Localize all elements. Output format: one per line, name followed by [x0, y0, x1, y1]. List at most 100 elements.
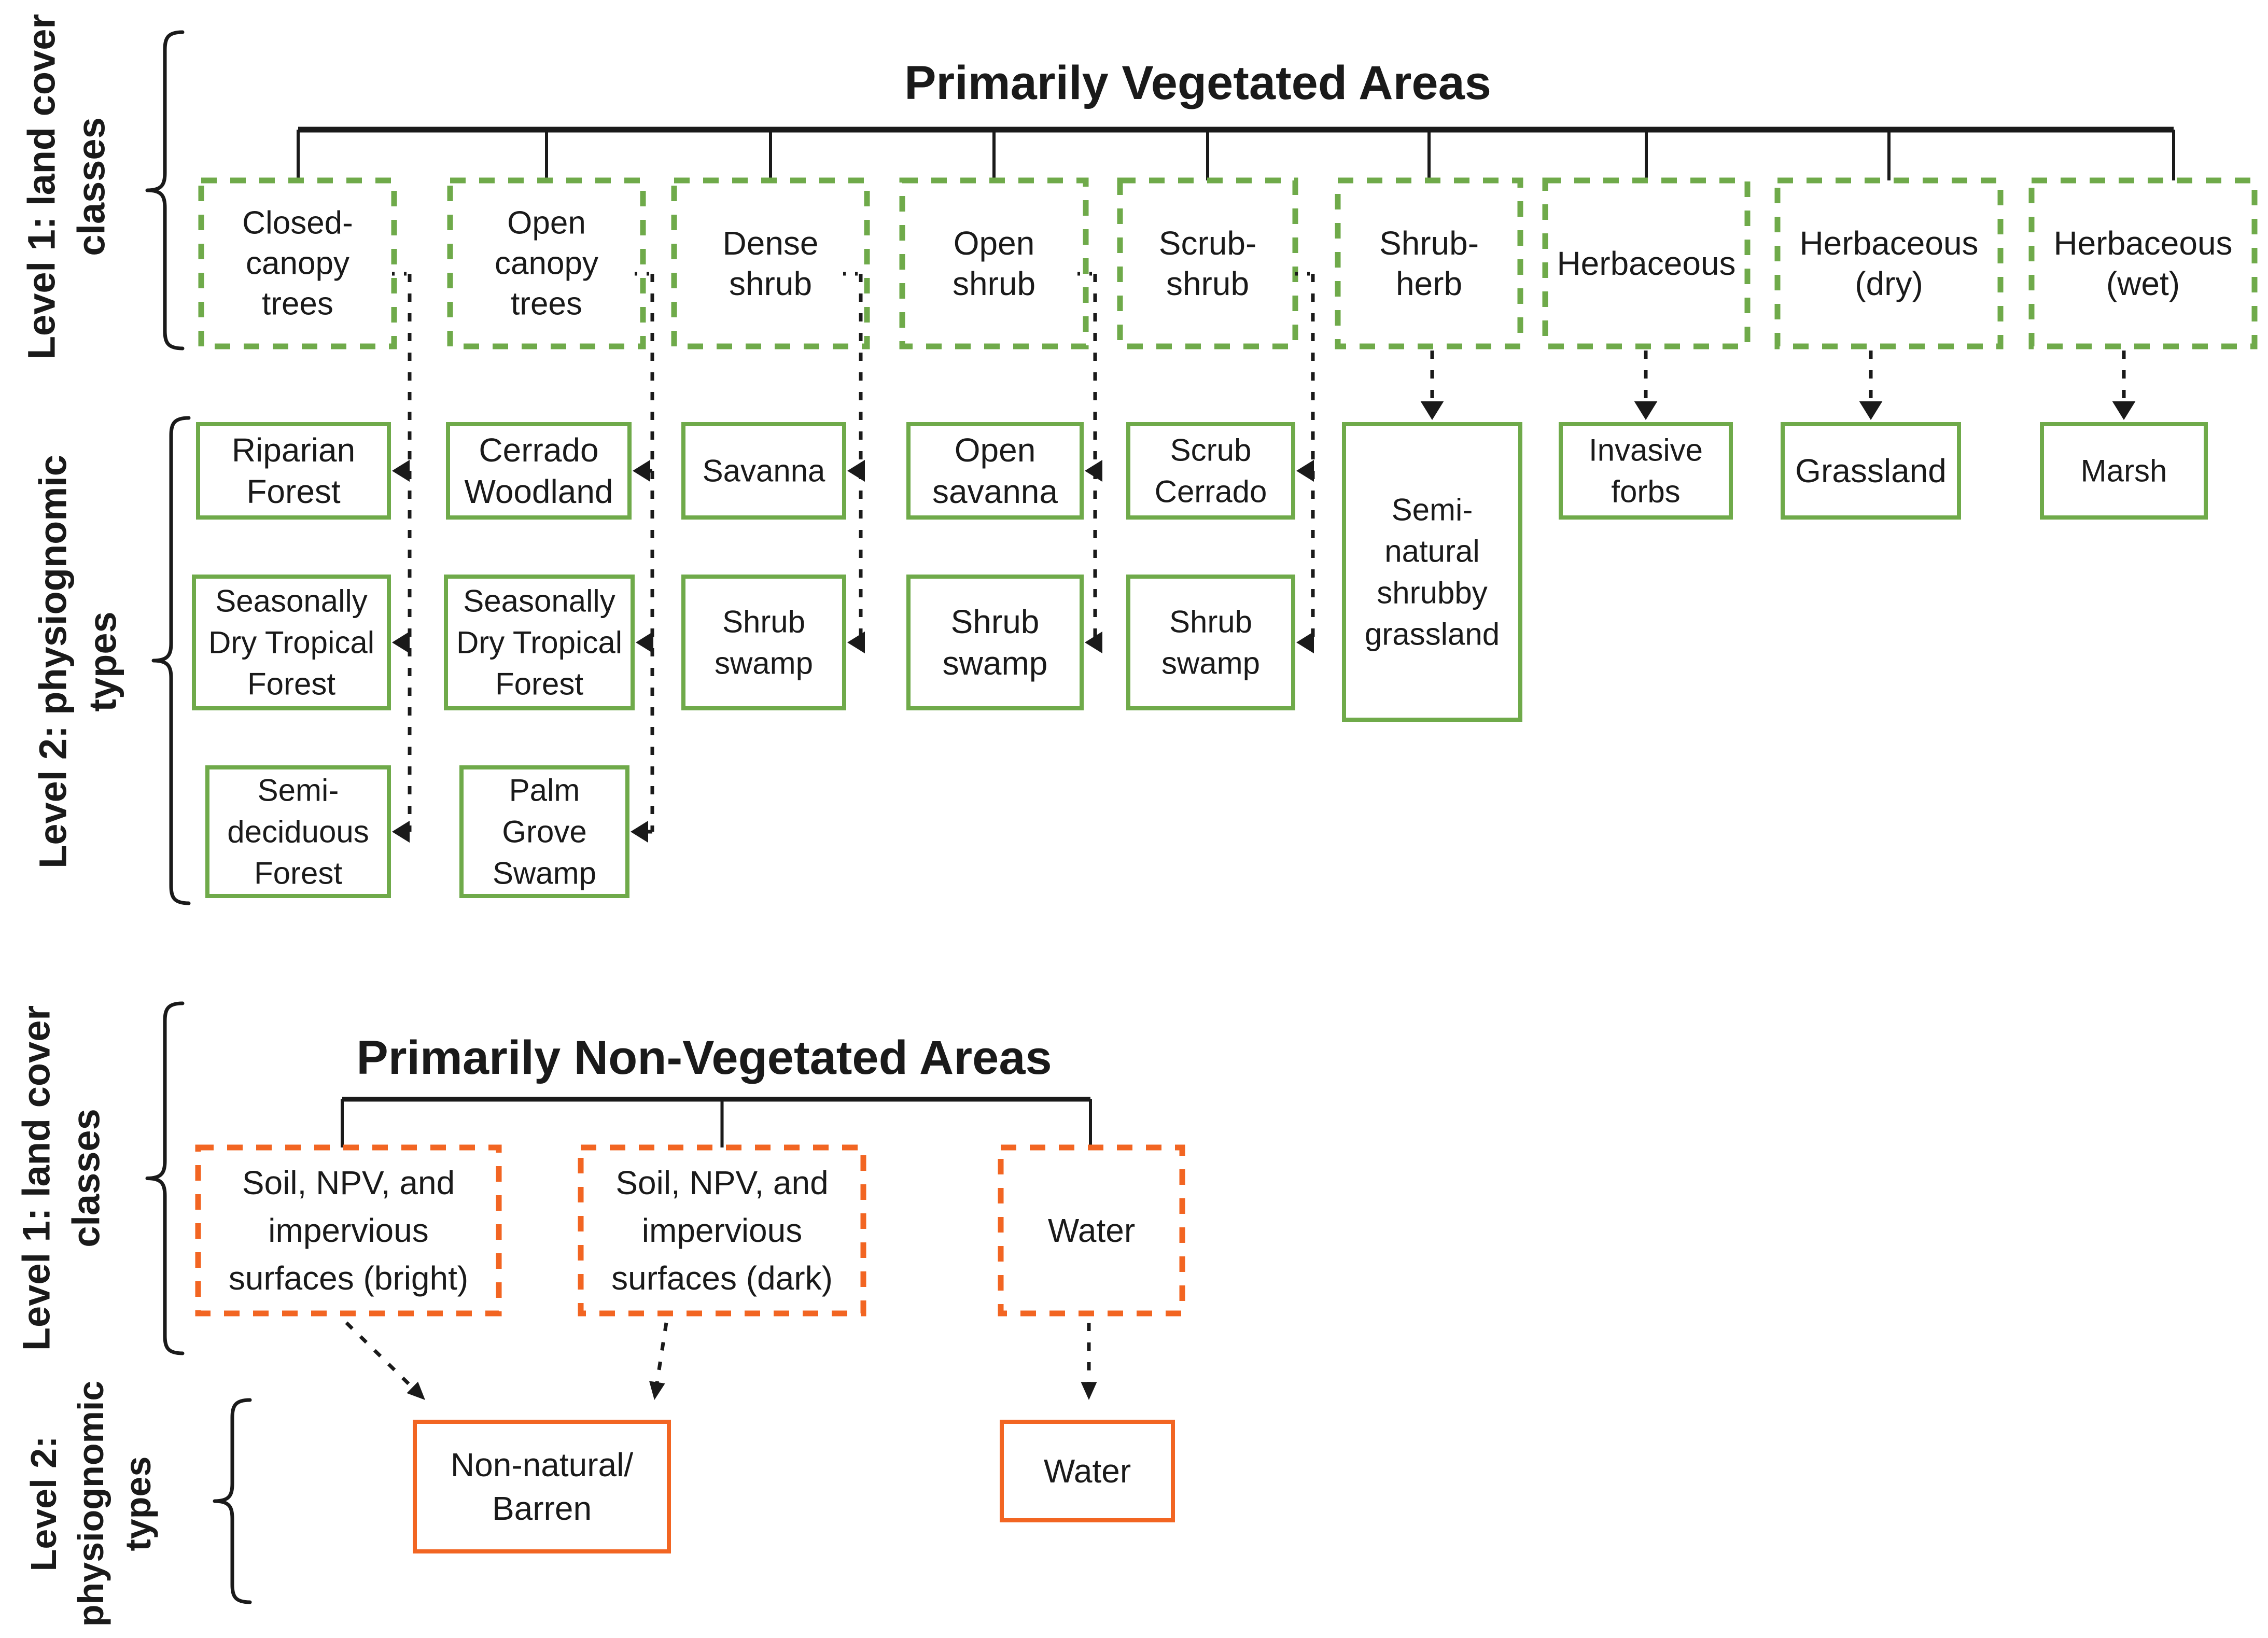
level1-label-open-canopy-trees-line-2: trees: [511, 286, 582, 322]
level2-box-shrub-swamp-b[interactable]: [906, 575, 1084, 710]
brace-vegetated-level1: [145, 30, 185, 351]
nonveg-level2-box-water-type[interactable]: [1000, 1420, 1175, 1522]
level2-box-open-savanna[interactable]: [906, 422, 1084, 520]
level1-label-scrub-shrub: Scrub-shrub: [1159, 225, 1257, 302]
level2-label-shrub-swamp-a-line-1: swamp: [715, 646, 813, 681]
level2-label-seasonally-dry-tropical-forest-a-line-2: Forest: [247, 667, 335, 702]
level2-box-seasonally-dry-tropical-forest-b[interactable]: [444, 575, 635, 710]
level2-box-invasive-forbs[interactable]: [1559, 422, 1733, 520]
level2-label-seasonally-dry-tropical-forest-a-line-1: Dry Tropical: [208, 625, 374, 660]
level2-box-marsh[interactable]: [2040, 422, 2208, 520]
level2-box-savanna[interactable]: [681, 422, 846, 520]
level2-box-palm-grove-swamp[interactable]: [459, 765, 629, 898]
level2-box-riparian-forest[interactable]: [196, 422, 391, 520]
nonvegetated-section-title-line-0: Primarily Non-Vegetated Areas: [356, 1031, 1052, 1084]
level2-box-semi-natural-shrubby-grassland[interactable]: [1342, 422, 1522, 722]
level2-label-riparian-forest-line-0: Riparian: [232, 431, 355, 469]
nonveg-level2-box-non-natural-barren[interactable]: [413, 1420, 671, 1553]
axis-label-nonvegetated-level2-line-1: physiognomic: [71, 1381, 111, 1627]
arrow-into-grassland: [1859, 401, 1883, 420]
level1-box-scrub-shrub[interactable]: [1117, 177, 1298, 349]
nonveg-level1-label-soil-npv-impervious-bright-line-1: impervious: [268, 1212, 428, 1249]
nonveg-level2-label-non-natural-barren-line-1: Barren: [492, 1490, 592, 1527]
level2-label-marsh-line-0: Marsh: [2081, 454, 2167, 488]
level2-label-seasonally-dry-tropical-forest-b-line-2: Forest: [495, 667, 583, 702]
level2-box-shrub-swamp-a[interactable]: [681, 575, 846, 710]
nonveg-level1-label-soil-npv-impervious-bright-line-2: surfaces (bright): [229, 1259, 468, 1297]
nonveg-level1-label-soil-npv-impervious-dark-line-0: Soil, NPV, and: [615, 1164, 828, 1201]
nonveg-level2-label-non-natural-barren-line-0: Non-natural/: [451, 1446, 633, 1483]
level2-box-seasonally-dry-tropical-forest-a[interactable]: [192, 575, 391, 710]
nonveg-level1-label-water-class: Water: [1048, 1212, 1135, 1249]
level2-label-savanna-line-0: Savanna: [703, 454, 825, 488]
brace-nonvegetated-level2: [213, 1398, 252, 1604]
arrow-into-riparian-forest: [392, 459, 410, 482]
nonveg-level2-label-water-type-line-0: Water: [1044, 1452, 1131, 1490]
level2-box-shrub-swamp-c[interactable]: [1126, 575, 1295, 710]
arrow-into-marsh: [2112, 401, 2136, 420]
level1-label-herbaceous-wet-line-0: Herbaceous: [2053, 225, 2232, 262]
level1-box-dense-shrub[interactable]: [671, 177, 870, 349]
level2-label-semi-deciduous-forest-line-1: deciduous: [227, 815, 369, 849]
level2-label-palm-grove-swamp-line-1: Grove: [502, 815, 586, 849]
level2-box-semi-deciduous-forest[interactable]: [205, 765, 391, 898]
level2-box-scrub-cerrado[interactable]: [1126, 422, 1295, 520]
level2-label-shrub-swamp-b-line-1: swamp: [943, 645, 1048, 682]
level2-label-shrub-swamp-a-line-0: Shrub: [722, 605, 805, 639]
level2-label-semi-natural-shrubby-grassland-line-0: Semi-: [1392, 493, 1473, 527]
level1-box-closed-canopy-trees[interactable]: [198, 177, 397, 349]
level1-box-open-shrub[interactable]: [899, 177, 1089, 349]
nonveg-level1-box-water-class[interactable]: [998, 1144, 1185, 1317]
level2-box-cerrado-woodland[interactable]: [446, 422, 632, 520]
level2-label-palm-grove-swamp-line-0: Palm: [509, 773, 580, 808]
axis-label-vegetated-level2-line-0: Level 2: physiognomic: [31, 455, 74, 869]
level2-label-grassland-line-0: Grassland: [1795, 452, 1947, 489]
axis-label-vegetated-level1-line-1: classes: [70, 117, 113, 256]
level1-label-open-shrub-line-0: Open: [954, 225, 1035, 262]
level1-label-herbaceous-line-0: Herbaceous: [1557, 245, 1735, 282]
arrow-into-shrub-swamp-a: [847, 631, 865, 654]
level1-box-herbaceous-wet[interactable]: [2028, 177, 2258, 349]
arrow-into-shrub-swamp-c: [1296, 631, 1314, 654]
axis-label-nonvegetated-level2-line-2: types: [118, 1457, 158, 1551]
nonveg-level1-box-soil-npv-impervious-dark[interactable]: [578, 1144, 866, 1317]
level2-label-open-savanna-line-0: Open: [955, 431, 1036, 469]
nonveg-level1-label-soil-npv-impervious-bright-line-0: Soil, NPV, and: [242, 1164, 455, 1201]
level2-label-scrub-cerrado-line-1: Cerrado: [1155, 474, 1267, 509]
nonveg-level1-label-soil-npv-impervious-bright: Soil, NPV, and impervious surfaces (bright…: [229, 1164, 468, 1297]
level1-box-shrub-herb[interactable]: [1335, 177, 1523, 349]
axis-label-nonvegetated-level1-line-0: Level 1: land cover: [15, 1005, 58, 1351]
nonveg-level1-label-soil-npv-impervious-dark-line-2: surfaces (dark): [611, 1259, 833, 1297]
nonveg-level2-label-non-natural-barren: Non-natural/Barren: [451, 1446, 633, 1527]
arrow-into-semi-natural-shrubby-grassland: [1420, 401, 1444, 420]
level1-label-herbaceous-wet: Herbaceous(wet): [2053, 225, 2232, 302]
nonveg-level1-box-soil-npv-impervious-bright[interactable]: [195, 1144, 502, 1317]
arrow-into-seasonally-dry-tropical-forest-a: [392, 631, 410, 654]
vegetated-section-title-line-0: Primarily Vegetated Areas: [904, 57, 1491, 109]
level1-box-open-canopy-trees[interactable]: [447, 177, 646, 349]
level1-label-shrub-herb-line-0: Shrub-: [1379, 225, 1479, 262]
level1-label-closed-canopy-trees-line-1: canopy: [246, 246, 349, 282]
level1-label-herbaceous-dry: Herbaceous(dry): [1799, 225, 1978, 302]
level1-box-herbaceous-dry[interactable]: [1774, 177, 2004, 349]
nonvegetated-section-title: Primarily Non-Vegetated Areas: [356, 1031, 1052, 1084]
level1-label-open-canopy-trees-line-0: Open: [507, 205, 586, 241]
level2-label-shrub-swamp-c-line-0: Shrub: [1169, 605, 1252, 639]
level2-label-semi-deciduous-forest-line-2: Forest: [254, 856, 342, 891]
level1-label-shrub-herb-line-1: herb: [1396, 265, 1462, 302]
level2-label-palm-grove-swamp-line-2: Swamp: [493, 856, 596, 891]
level1-box-herbaceous[interactable]: [1542, 177, 1751, 349]
level1-label-dense-shrub-line-1: shrub: [729, 265, 812, 302]
level2-box-grassland[interactable]: [1781, 422, 1961, 520]
